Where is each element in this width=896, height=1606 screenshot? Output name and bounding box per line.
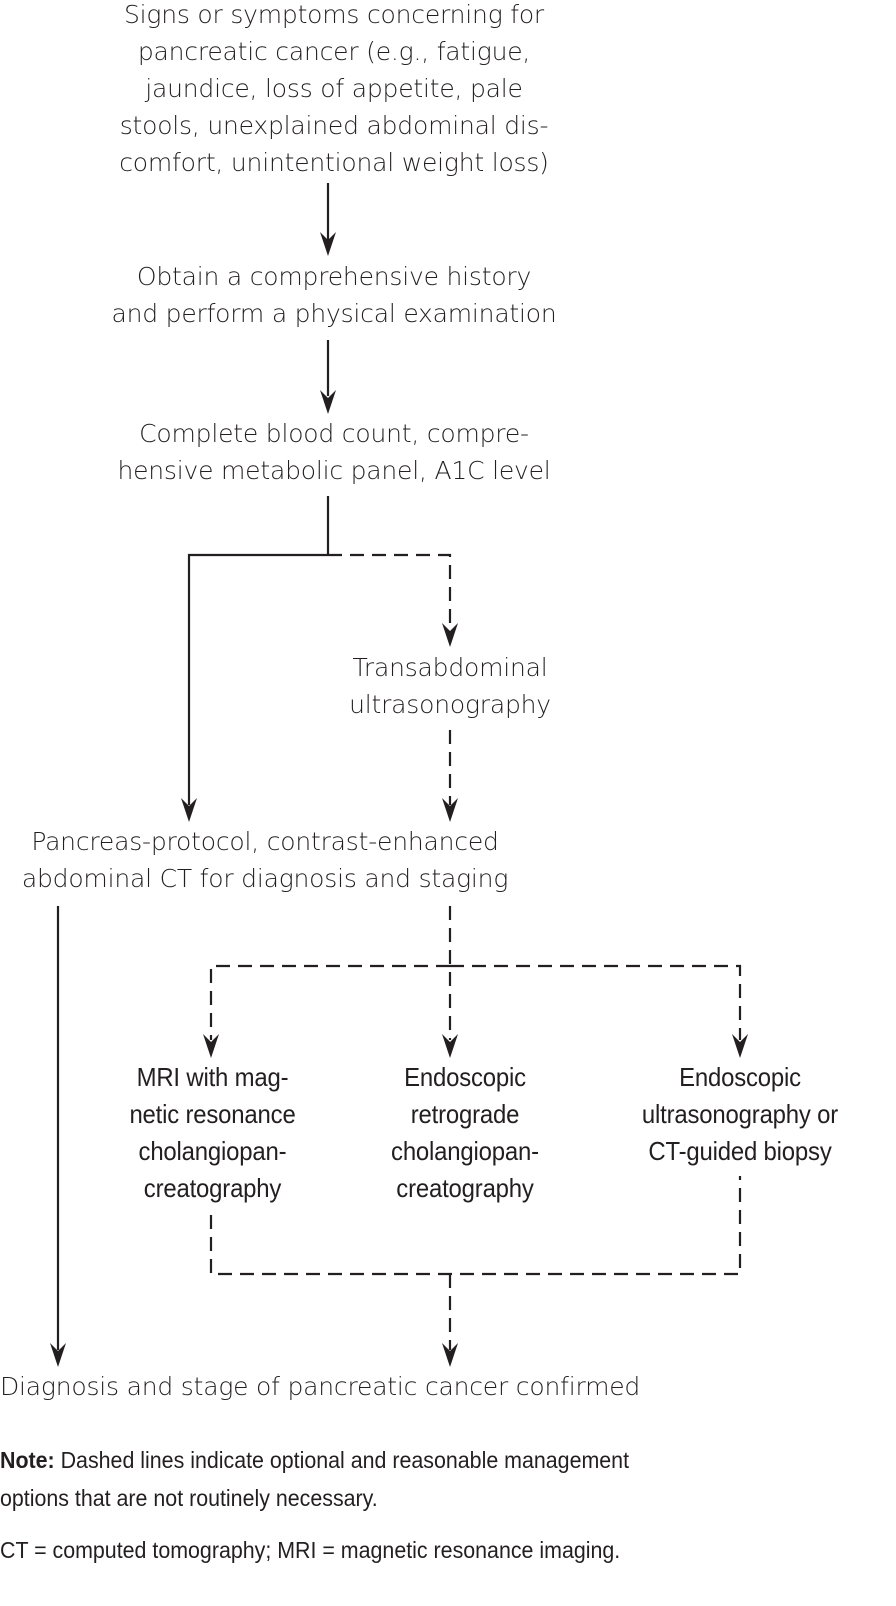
edge-labs-ultrasound [328, 553, 452, 630]
edge-labs-ct [187, 553, 328, 805]
note-label: Note: [0, 1447, 55, 1473]
abbreviations: CT = computed tomography; MRI = magnetic… [0, 1537, 621, 1563]
arrow-head-mri [203, 1034, 219, 1058]
arrow-head-history [320, 232, 336, 256]
note-line2: options that are not routinely necessary… [0, 1485, 378, 1511]
node-ultrasound: Transabdominal ultrasonography [349, 653, 551, 719]
node-symptoms: Signs or symptoms concerning for pancrea… [119, 0, 549, 177]
note-text-line1: Dashed lines indicate optional and reaso… [54, 1447, 630, 1473]
node-eus: Endoscopic ultrasonography or CT-guided … [641, 1062, 839, 1166]
arrow-head-ct [181, 798, 197, 822]
edge-merge-options [209, 1176, 742, 1276]
node-ct: Pancreas-protocol, contrast-enhanced abd… [21, 827, 509, 893]
node-history: Obtain a comprehensive history and perfo… [111, 262, 557, 328]
arrow-head-diagnosis-solid [50, 1343, 66, 1367]
note: Note: Dashed lines indicate optional and… [0, 1442, 629, 1479]
arrow-head-labs [320, 390, 336, 414]
node-mri: MRI with mag- netic resonance cholangiop… [129, 1062, 296, 1203]
node-labs: Complete blood count, compre- hensive me… [117, 419, 551, 485]
arrow-head-eus [732, 1034, 748, 1058]
node-diagnosis: Diagnosis and stage of pancreatic cancer… [0, 1372, 641, 1401]
edge-ct-eus [450, 964, 742, 1040]
arrow-head-ct-from-ultrasound [442, 798, 458, 822]
node-ercp: Endoscopic retrograde cholangiopan- crea… [391, 1062, 539, 1203]
arrow-head-diagnosis-dashed [442, 1343, 458, 1367]
arrow-head-ercp [442, 1034, 458, 1058]
edge-ct-mri [209, 964, 450, 1040]
arrow-head-ultrasound [442, 623, 458, 647]
